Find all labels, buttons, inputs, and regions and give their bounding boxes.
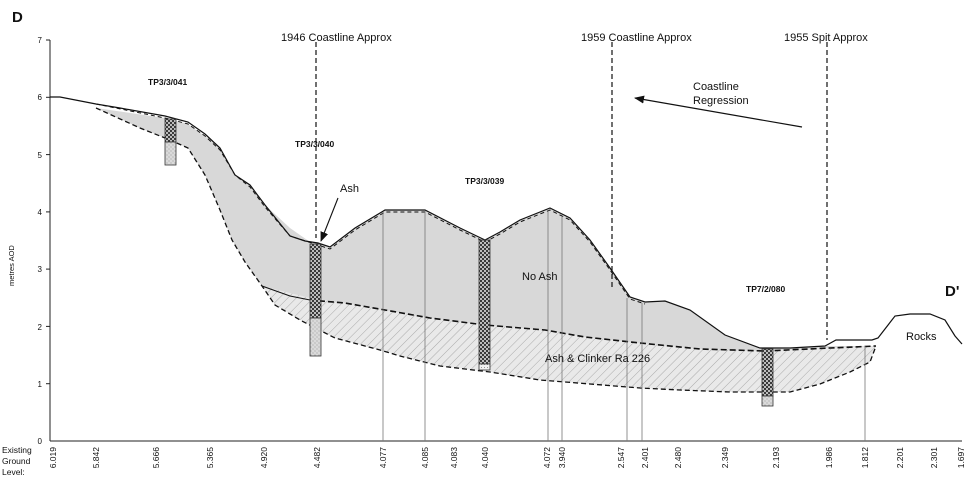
regression-label-line1: Coastline (693, 81, 739, 93)
ash-clinker-zone (262, 286, 876, 392)
section-start-label: D (12, 9, 23, 26)
ground-level-value: 4.482 (312, 447, 322, 469)
ground-level-value: 2.401 (640, 447, 650, 469)
ground-level-value: 6.019 (48, 447, 58, 469)
borehole-label: TP7/2/080 (746, 284, 785, 294)
ground-level-value: 2.349 (720, 447, 730, 469)
borehole-tp3-3-041 (164, 118, 177, 166)
ground-level-value: 4.920 (259, 447, 269, 469)
reference-lines: 1946 Coastline Approx 1959 Coastline App… (281, 32, 868, 340)
ground-level-value: 5.666 (151, 447, 161, 469)
y-tick-label: 2 (38, 323, 43, 332)
ground-level-value: 4.083 (449, 447, 459, 469)
borehole-label: TP3/3/041 (148, 77, 187, 87)
ground-level-values: 6.019 5.842 5.666 5.365 4.920 4.482 4.077 4.085… (48, 447, 966, 469)
y-tick-label: 5 (38, 151, 43, 160)
y-axis-title: metres AOD (7, 245, 16, 286)
borehole-label: TP3/3/040 (295, 139, 334, 149)
ground-level-value: 5.365 (205, 447, 215, 469)
ground-level-value: 4.077 (378, 447, 388, 469)
upper-ground-dashed (95, 103, 646, 305)
y-tick-label: 4 (38, 208, 43, 217)
ground-level-value: 4.072 (542, 447, 552, 469)
ash-arrow (320, 197, 339, 242)
regression-label-line2: Regression (693, 95, 749, 107)
ground-level-value: 1.697 (956, 447, 966, 469)
y-tick-label: 3 (38, 265, 43, 274)
ground-level-value: 2.480 (673, 447, 683, 469)
y-tick-label: 7 (38, 36, 43, 45)
ref-line-label-1946: 1946 Coastline Approx (281, 32, 392, 44)
ground-level-value: 4.085 (420, 447, 430, 469)
regression-arrow (634, 95, 803, 128)
ground-level-value: 1.812 (860, 447, 870, 469)
ash-clinker-label: Ash & Clinker Ra 226 (545, 353, 650, 365)
survey-lines (382, 210, 866, 441)
ground-level-value: 2.301 (929, 447, 939, 469)
ref-line-label-1955: 1955 Spit Approx (784, 32, 868, 44)
ground-level-value: 2.193 (771, 447, 781, 469)
ground-level-heading: Ground (2, 456, 31, 466)
ground-level-value: 1.986 (824, 447, 834, 469)
borehole-tp3-3-039 (478, 239, 491, 371)
ref-line-label-1959: 1959 Coastline Approx (581, 32, 692, 44)
upper-dashed-boundary (95, 107, 877, 393)
ground-level-value: 5.842 (91, 447, 101, 469)
no-ash-label: No Ash (522, 271, 557, 283)
ash-label: Ash (340, 183, 359, 195)
section-end-label: D' (945, 283, 959, 300)
y-tick-label: 1 (38, 380, 43, 389)
ground-profile (50, 96, 963, 349)
borehole-label: TP3/3/039 (465, 176, 504, 186)
upper-fill-zone (96, 108, 876, 352)
ground-level-heading: Existing (2, 445, 32, 455)
ground-level-value: 3.940 (557, 447, 567, 469)
y-tick-label: 0 (38, 437, 43, 446)
borehole-tp7-2-080 (761, 348, 774, 407)
rocks-label: Rocks (906, 331, 937, 343)
y-axis: 0 1 2 3 4 5 6 7 metres AOD (7, 36, 51, 446)
ground-level-value: 4.040 (480, 447, 490, 469)
ground-level-value: 2.547 (616, 447, 626, 469)
mid-dashed-boundary (309, 299, 877, 352)
ground-level-value: 2.201 (895, 447, 905, 469)
ground-level-heading: Level: (2, 467, 25, 477)
borehole-tp3-3-040 (309, 243, 322, 357)
lower-left-solid (261, 285, 311, 301)
y-tick-label: 6 (38, 93, 43, 102)
